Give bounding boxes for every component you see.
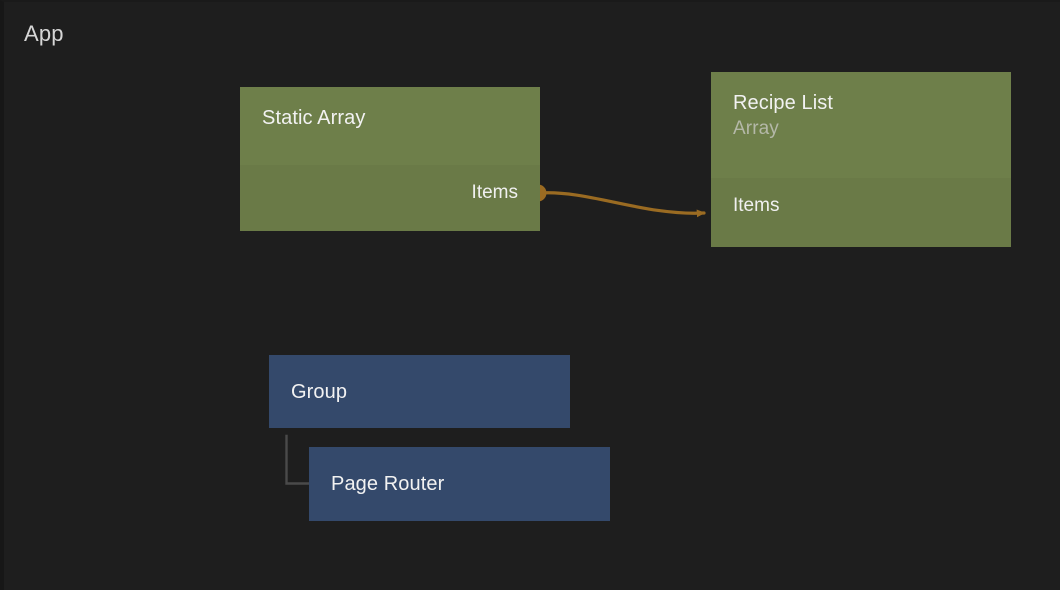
input-port-items[interactable]: Items xyxy=(733,195,780,216)
node-title: Recipe List xyxy=(733,92,834,114)
node-title: Page Router xyxy=(331,473,445,495)
node-page-router[interactable]: Page Router xyxy=(309,447,610,521)
node-recipe-list[interactable]: Recipe List Array Items xyxy=(711,72,1011,247)
node-subtitle: Array xyxy=(733,118,779,139)
root-app-label: App xyxy=(24,21,64,46)
node-header[interactable]: Static Array xyxy=(240,87,540,165)
node-body: Items xyxy=(711,178,1011,247)
node-group[interactable]: Group xyxy=(269,355,570,428)
connection-items-to-items[interactable] xyxy=(529,184,706,218)
node-title: Group xyxy=(291,380,348,403)
node-title: Static Array xyxy=(262,107,366,129)
node-static-array[interactable]: Static Array Items xyxy=(240,87,540,231)
node-header[interactable]: Recipe List Array xyxy=(711,72,1011,178)
node-body: Items xyxy=(240,165,540,231)
connection-group-to-page-router xyxy=(285,434,311,485)
output-port-items[interactable]: Items xyxy=(471,182,518,203)
